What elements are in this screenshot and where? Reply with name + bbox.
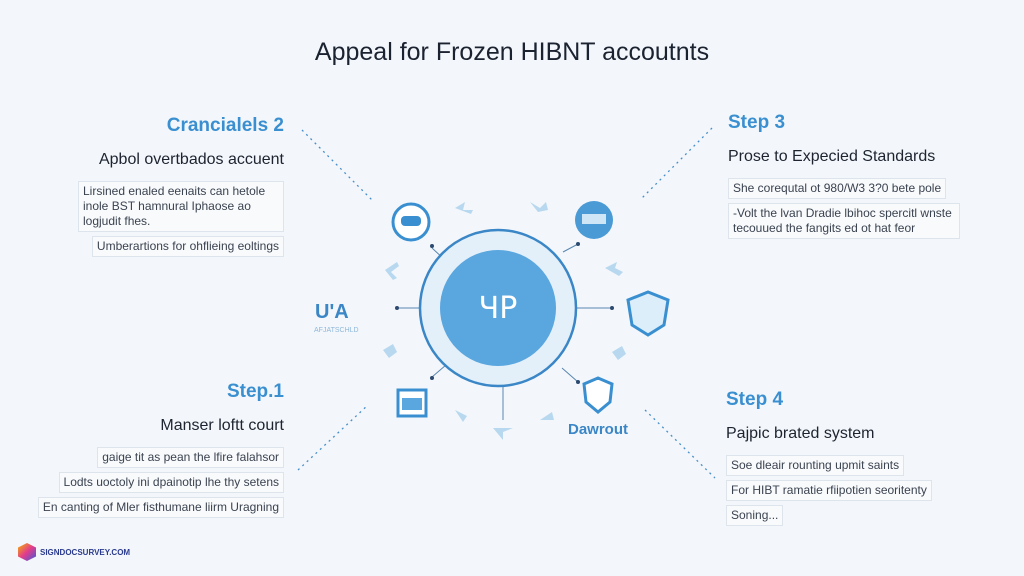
lock-icon	[391, 202, 431, 242]
step-subtitle: Apbol overtbados accuent	[98, 151, 284, 168]
step-note: En canting of Mler fisthumane liirm Urag…	[37, 497, 284, 518]
shield-icon	[582, 376, 614, 414]
center-circle	[440, 250, 556, 366]
step-subtitle: Prose to Expecied Standards	[728, 148, 936, 165]
step-label: Step 3	[728, 112, 786, 133]
connector-top-left	[301, 129, 373, 201]
logo-text: SIGNDOCSURVEY.COM	[40, 547, 131, 557]
step-note: Lodts uoctoly ini dpainotip lhe thy sete…	[58, 472, 284, 493]
logo-cube-icon	[18, 543, 36, 561]
step-label: Crancialels 2	[166, 115, 284, 136]
left-icon-subtext: AFJATSCHLD	[314, 327, 359, 334]
page-title: Appeal for Frozen HIBNT accoutnts	[314, 38, 710, 66]
left-icon-text: U'A	[315, 301, 349, 323]
card-icon	[575, 201, 613, 239]
step-block-top-left: Crancialels 2 Apbol overtbados accuent L…	[0, 115, 284, 261]
map-shield-icon	[626, 290, 670, 337]
center-glyph: ЧР	[479, 291, 518, 326]
calendar-icon	[396, 388, 428, 418]
step-note: For HIBT ramatie rfiipotien seoritenty	[726, 480, 932, 501]
step-label: Step.1	[226, 381, 284, 402]
step-label: Step 4	[726, 389, 784, 410]
connector-bottom-right	[644, 409, 716, 479]
plane-icons	[383, 202, 626, 440]
step-block-bottom-right: Step 4 Pajpic brated system Soe dleair r…	[726, 389, 1024, 530]
connector-bottom-left	[297, 404, 369, 471]
step-subtitle: Manser loftt court	[160, 417, 284, 434]
shield-label: Dawrout	[568, 421, 628, 438]
step-subtitle: Pajpic brated system	[726, 425, 875, 442]
step-note: Soe dleair rounting upmit saints	[726, 455, 905, 476]
step-note: Umberartions for ohflieing eoltings	[91, 236, 284, 257]
step-note: Soning...	[726, 505, 784, 526]
connector-top-right	[639, 127, 713, 201]
step-note: She corequtal ot 980/W3 3?0 bete pole	[728, 178, 947, 199]
step-note: Lirsined enaled eenaits can hetole inole…	[78, 181, 284, 232]
footer-logo: SIGNDOCSURVEY.COM	[18, 543, 130, 561]
step-block-top-right: Step 3 Prose to Expecied Standards She c…	[728, 112, 1024, 243]
step-note: -Volt the lvan Dradie lbihoc spercitl wn…	[728, 203, 960, 239]
step-note: gaige tit as pean the lfire falahsor	[97, 447, 284, 468]
step-block-bottom-left: Step.1 Manser loftt court gaige tit as p…	[0, 381, 284, 522]
